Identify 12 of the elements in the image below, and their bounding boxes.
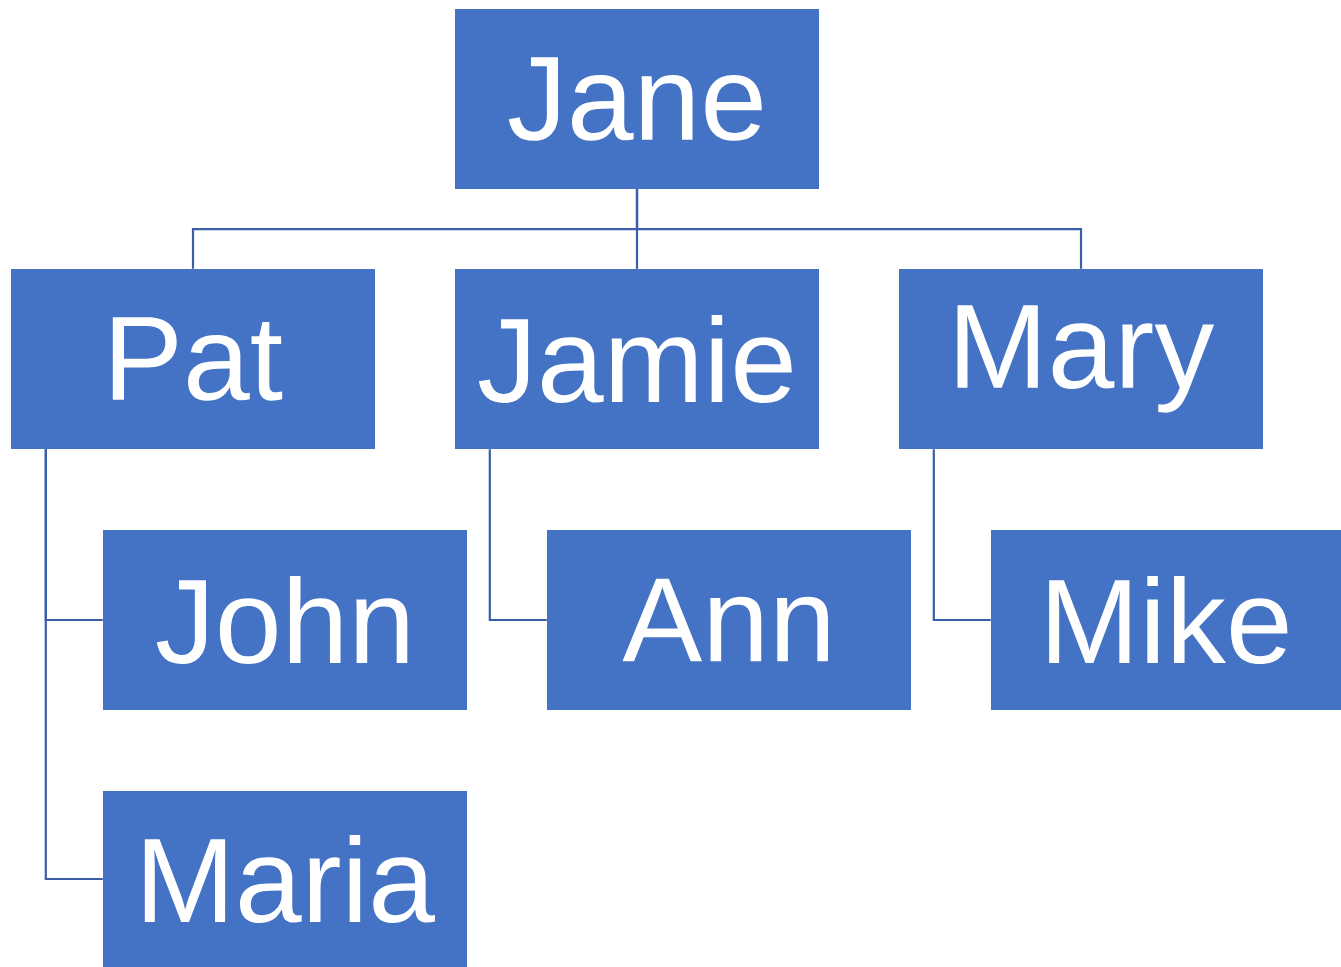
name-box: Jane [455,9,819,189]
name-box: John [103,530,467,710]
name-box: Jamie [455,269,819,449]
name-box: Ann [547,530,911,710]
connector-line [44,449,103,881]
connector-line [488,449,547,622]
connector-line [635,189,1083,269]
connector-line [932,449,991,622]
name-box: Pat [11,269,375,449]
name-box: Mike [991,530,1341,710]
name-box: Maria [103,791,467,967]
name-box: Mary [899,269,1263,449]
